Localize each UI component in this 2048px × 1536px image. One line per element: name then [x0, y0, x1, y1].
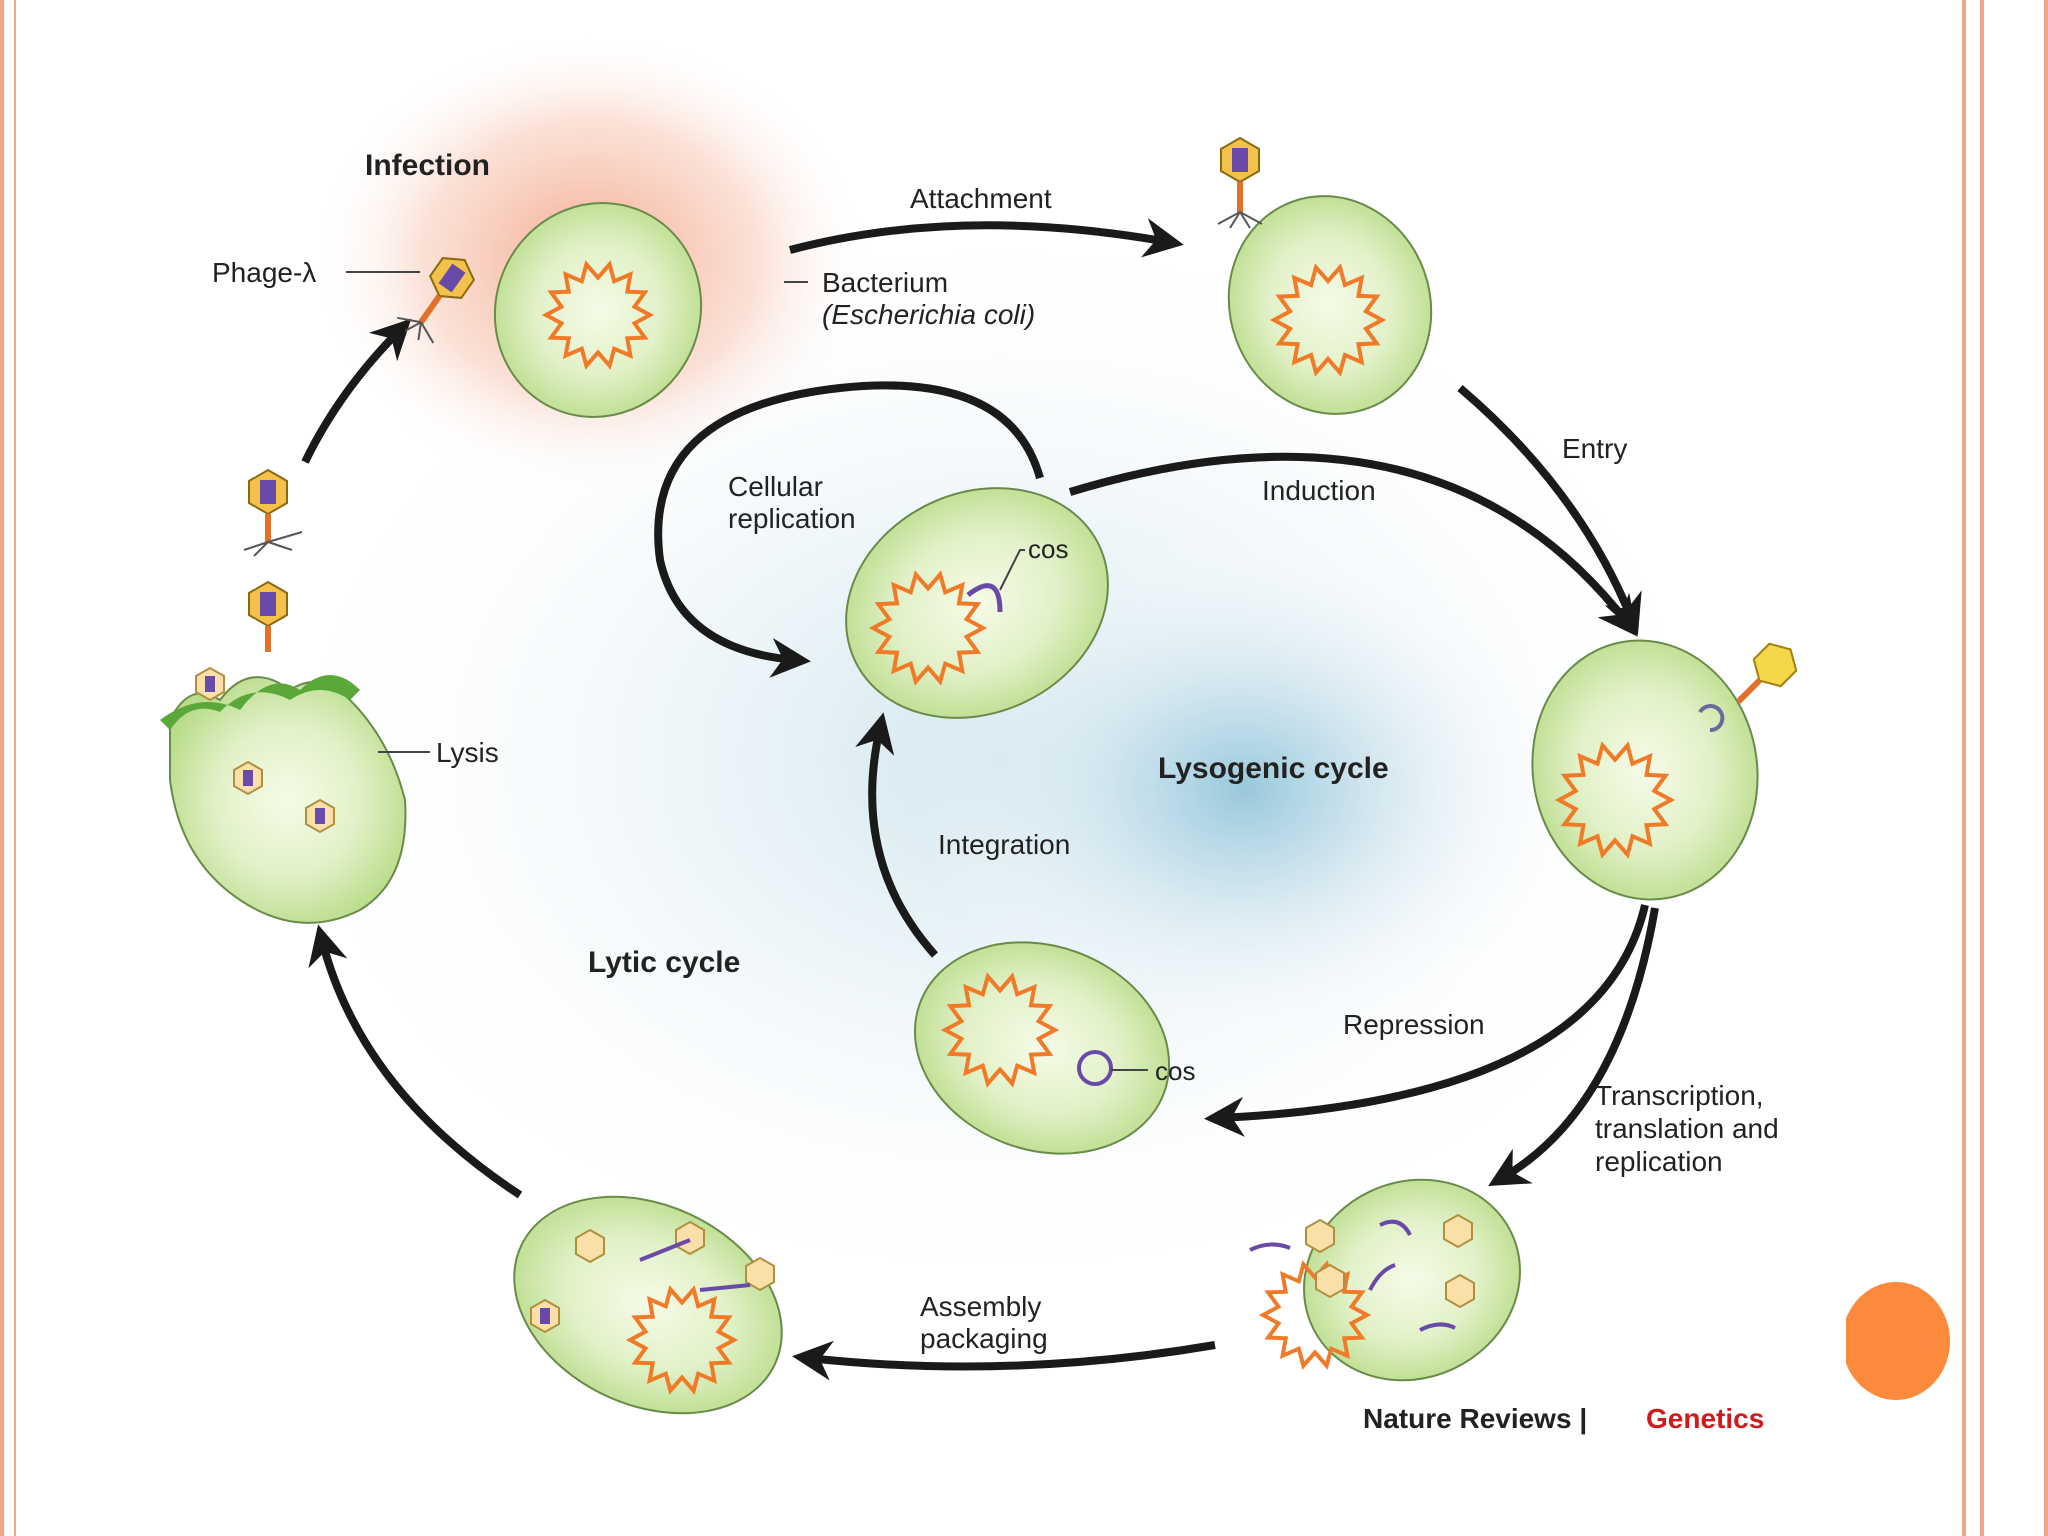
assembly-arrow: [792, 1340, 1216, 1381]
cellular-replication-arrow: [654, 381, 1044, 678]
chromosome: [868, 570, 988, 686]
label-entry: Entry: [1562, 433, 1627, 464]
cell-entry: [1531, 639, 1798, 901]
left-frame-border: [0, 0, 16, 1536]
label-phage: Phage-λ: [212, 257, 316, 288]
label-lytic-cycle: Lytic cycle: [588, 946, 740, 979]
new-phage-heads: [1305, 1213, 1475, 1309]
right-frame-border: [1962, 0, 2048, 1536]
label-cellular-replication-2: replication: [728, 503, 856, 534]
chromosome: [940, 972, 1060, 1088]
label-lysogenic-cycle: Lysogenic cycle: [1158, 752, 1389, 785]
accent-circle: [1838, 1282, 1950, 1400]
label-cos-top: cos: [1028, 534, 1068, 564]
label-transcription-3: replication: [1595, 1146, 1723, 1177]
circular-phage-dna: [1077, 1050, 1113, 1086]
chromosome: [541, 260, 655, 370]
injected-phage-dna: [1698, 704, 1725, 733]
transcription-arrow: [1488, 907, 1659, 1186]
chromosome: [1554, 741, 1676, 859]
phage-lambda-icon: [397, 257, 476, 344]
label-integration: Integration: [938, 829, 1070, 860]
phage-attached-icon: [1217, 136, 1263, 229]
repression-arrow: [1204, 904, 1649, 1137]
label-induction: Induction: [1262, 475, 1376, 506]
label-lysis: Lysis: [436, 737, 499, 768]
assembled-phages: [530, 1220, 775, 1334]
ruptured-membrane: [160, 675, 360, 730]
cell-lysogen-top: [845, 487, 1109, 719]
label-cellular-replication-1: Cellular: [728, 471, 823, 502]
label-transcription-2: translation and: [1595, 1113, 1779, 1144]
phage-free-2: [248, 580, 288, 652]
cell-infection: [493, 202, 703, 418]
phage-free-1: [243, 468, 303, 557]
credit-section: Genetics: [1646, 1403, 1764, 1434]
chromosome: [625, 1285, 739, 1395]
label-transcription-1: Transcription,: [1595, 1080, 1764, 1111]
label-bacterium: Bacterium: [822, 267, 948, 298]
credit-journal: Nature Reviews |: [1363, 1403, 1587, 1434]
label-infection: Infection: [365, 149, 490, 182]
induction-arrow: [1068, 452, 1638, 637]
label-assembly-1: Assembly: [920, 1291, 1041, 1322]
integration-arrow: [855, 712, 938, 958]
cell-lysis: [160, 666, 407, 924]
attachment-arrow: [788, 218, 1184, 258]
empty-phage-capsid-icon: [1736, 642, 1798, 704]
label-assembly-2: packaging: [920, 1323, 1048, 1354]
label-cos-bottom: cos: [1155, 1056, 1195, 1086]
cell-transcription: [1249, 1178, 1521, 1382]
release-to-infection-arrow: [301, 318, 412, 464]
phage-dna-copies: [1249, 1219, 1456, 1332]
label-repression: Repression: [1343, 1009, 1485, 1040]
cell-lysogen-bottom: [913, 941, 1171, 1155]
label-ecoli: (Escherichia coli): [822, 299, 1035, 330]
cell-assembly: [513, 1195, 783, 1415]
label-attachment: Attachment: [910, 183, 1052, 214]
lysis-to-release-arrow: [308, 924, 523, 1199]
chromosome: [1269, 263, 1387, 377]
cell-attachment: [1217, 136, 1433, 415]
entry-arrow: [1457, 384, 1642, 635]
integrated-prophage: [966, 583, 1003, 613]
